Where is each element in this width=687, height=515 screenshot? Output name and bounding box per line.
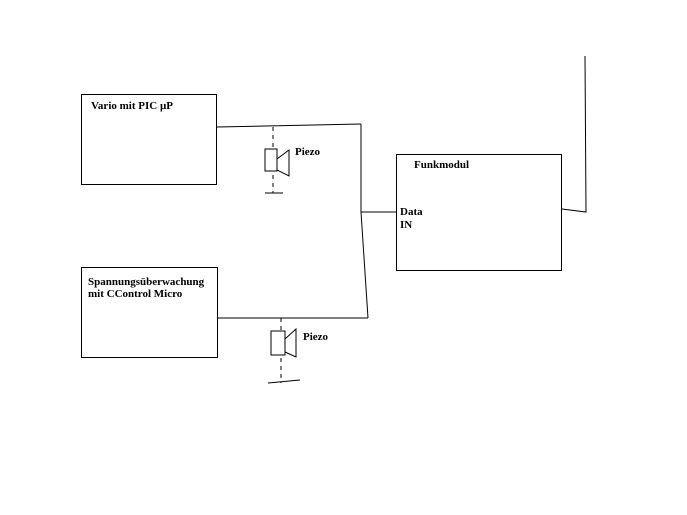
piezo-top-label: Piezo: [295, 146, 321, 158]
funkmodul-title: Funkmodul: [414, 159, 470, 171]
piezo-top-speaker-icon: [264, 148, 290, 177]
antenna-wire: [561, 55, 587, 213]
data-in-port-label-in: IN: [400, 219, 413, 231]
spannung-block: [81, 267, 218, 358]
vario-block: [81, 94, 217, 185]
vario-label: Vario mit PIC µP: [91, 100, 174, 112]
vario-output-wire: [216, 123, 362, 128]
signal-bus-wire: [360, 124, 369, 319]
data-in-port-label-data: Data: [400, 206, 423, 218]
piezo-bottom-label: Piezo: [303, 331, 329, 343]
spannung-label: Spannungsüberwachung mit CControl Micro: [88, 276, 205, 300]
piezo-bottom-ground-bar: [267, 379, 301, 384]
funkmodul-block: [396, 154, 562, 271]
piezo-bottom-speaker-icon: [270, 327, 297, 358]
